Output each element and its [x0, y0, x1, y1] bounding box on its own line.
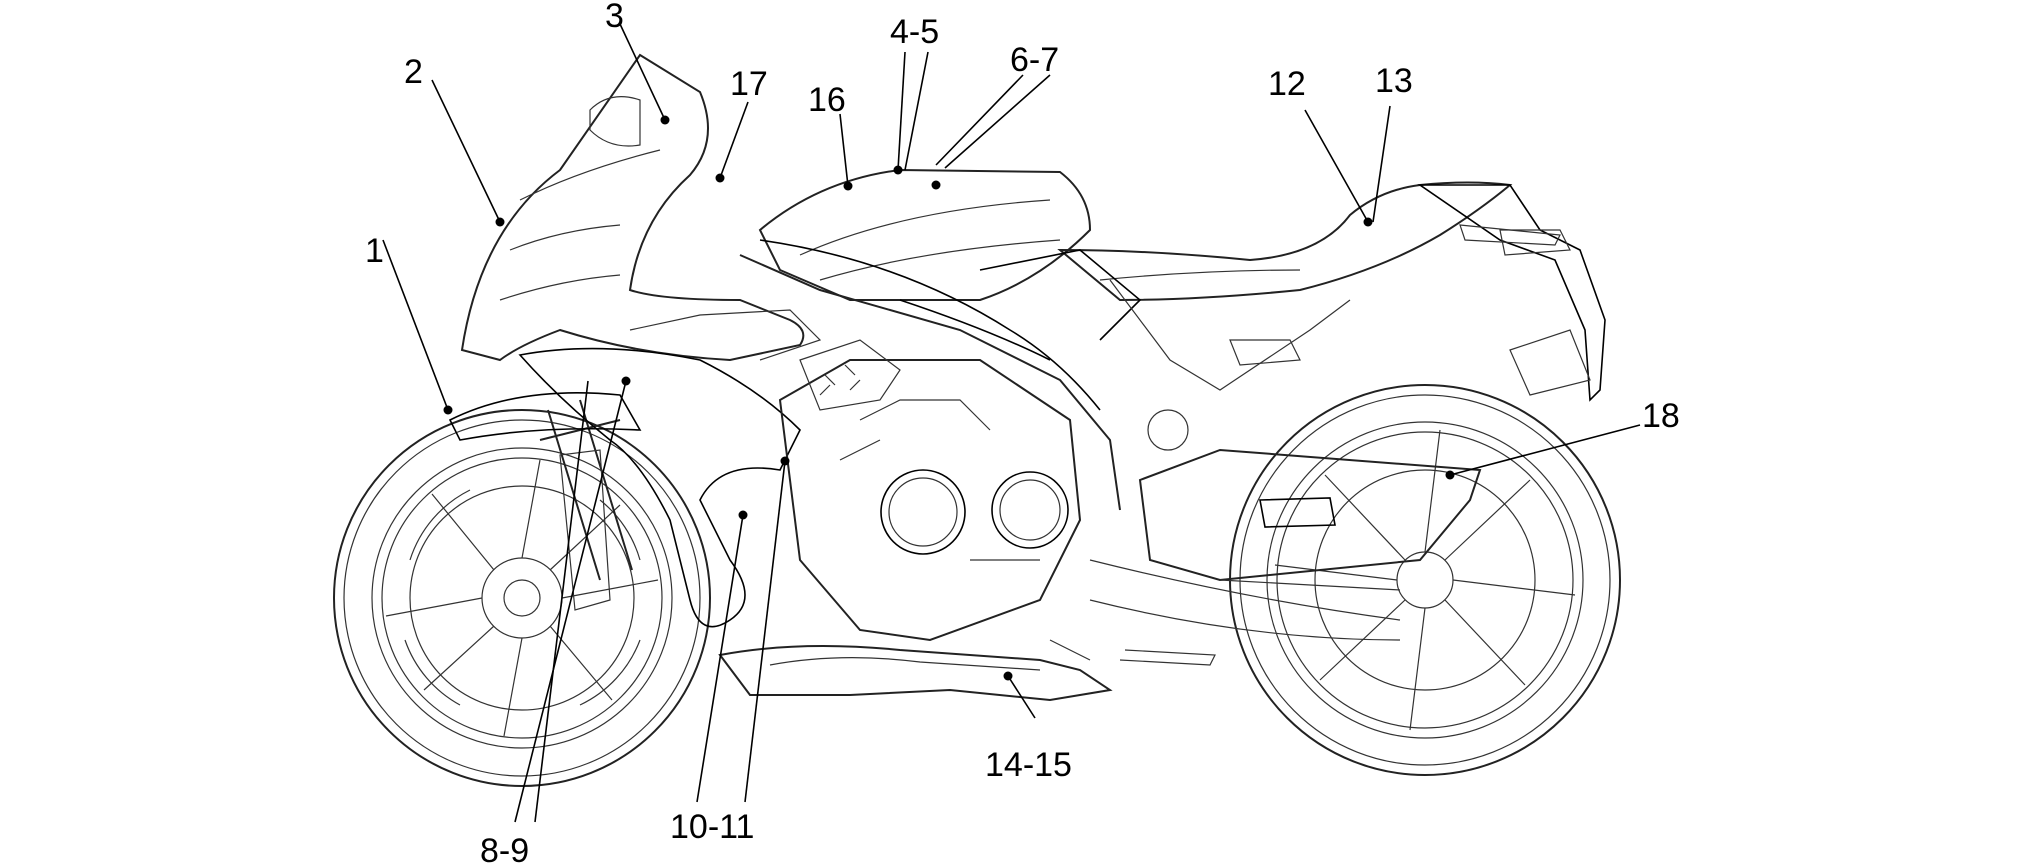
part-labels: 1 2 3 4-5 6-7 8-9 10-11 12 13 14-15 16 1… — [365, 0, 1680, 864]
label-13: 13 — [1375, 62, 1413, 100]
label-3: 3 — [605, 0, 624, 35]
motorcycle-drawing — [333, 53, 1621, 787]
label-18: 18 — [1642, 397, 1680, 435]
label-10-11: 10-11 — [670, 808, 754, 846]
callout-dots — [443, 115, 1455, 681]
label-17: 17 — [730, 65, 768, 103]
label-1: 1 — [365, 232, 384, 270]
label-14-15: 14-15 — [985, 746, 1072, 784]
label-6-7: 6-7 — [1010, 41, 1059, 79]
front-wheel — [333, 409, 711, 787]
label-8-9: 8-9 — [480, 832, 529, 864]
label-2: 2 — [404, 53, 423, 91]
callout-lines — [382, 23, 1641, 823]
label-4-5: 4-5 — [890, 13, 939, 51]
rear-wheel — [1229, 384, 1621, 776]
label-12: 12 — [1268, 65, 1306, 103]
label-16: 16 — [808, 81, 846, 119]
